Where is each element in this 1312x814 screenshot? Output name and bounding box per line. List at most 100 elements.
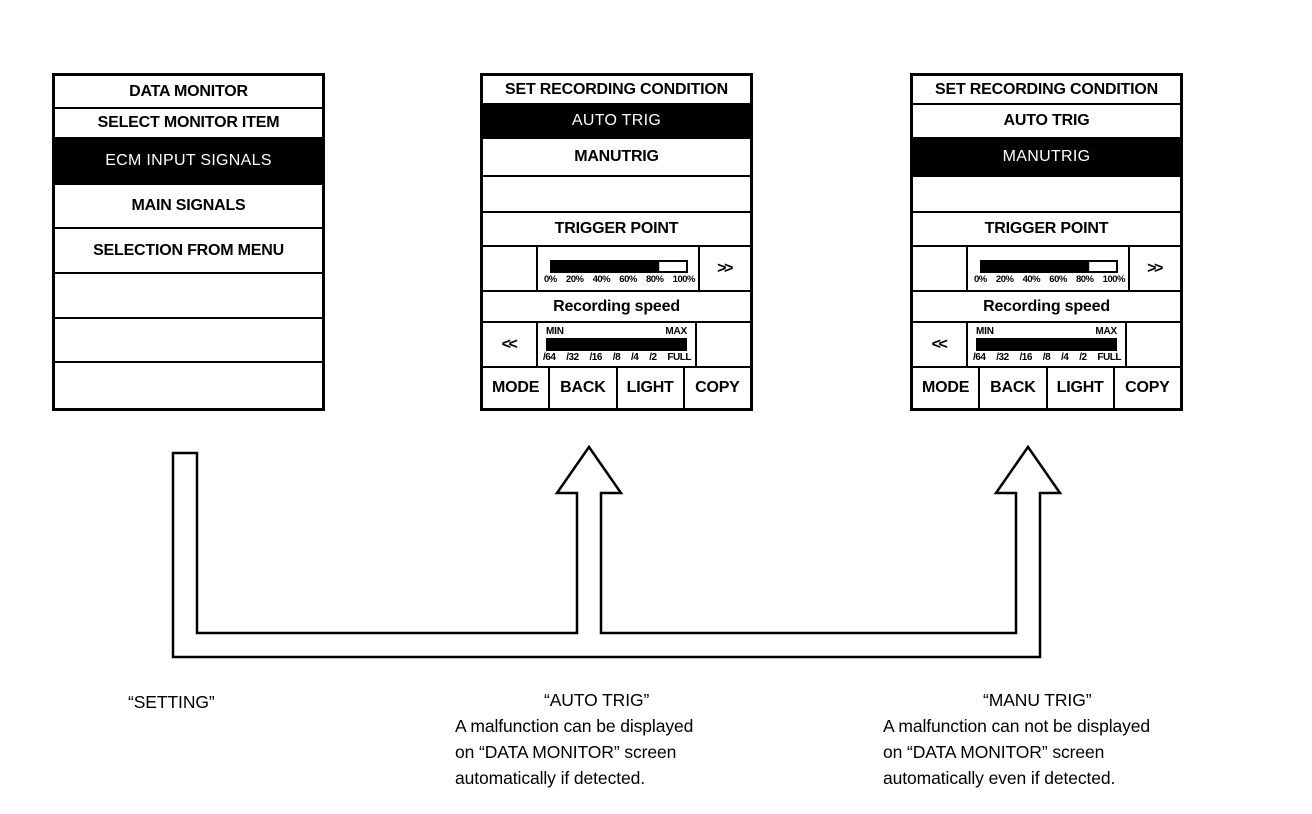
spacer-row bbox=[483, 177, 750, 213]
min-label: MIN bbox=[546, 326, 564, 337]
scale-tick: /2 bbox=[1079, 352, 1087, 363]
trigger-point-label: TRIGGER POINT bbox=[913, 213, 1180, 247]
trigger-point-gauge: 0% 20% 40% 60% 80% 100% bbox=[968, 247, 1128, 290]
menu-item-selection-from-menu[interactable]: SELECTION FROM MENU bbox=[55, 229, 322, 274]
speed-blank-cell bbox=[695, 323, 750, 366]
scale-tick: /64 bbox=[543, 352, 556, 363]
empty-row bbox=[55, 274, 322, 319]
double-right-chevron-icon: >> bbox=[717, 259, 733, 277]
max-label: MAX bbox=[665, 326, 687, 337]
scale-tick: FULL bbox=[1097, 352, 1121, 363]
trigger-point-gauge: 0% 20% 40% 60% 80% 100% bbox=[538, 247, 698, 290]
caption-title: “SETTING” bbox=[128, 692, 215, 712]
recording-speed-label: Recording speed bbox=[913, 292, 1180, 323]
recording-speed-fill bbox=[976, 338, 1117, 351]
recording-speed-fill bbox=[546, 338, 687, 351]
speed-back-button[interactable]: << bbox=[913, 323, 968, 366]
menu-item-select-monitor-item[interactable]: SELECT MONITOR ITEM bbox=[55, 109, 322, 139]
trigger-point-label: TRIGGER POINT bbox=[483, 213, 750, 247]
scale-tick: /16 bbox=[589, 352, 603, 363]
trigger-point-fill bbox=[982, 262, 1090, 271]
trigger-point-bar bbox=[980, 260, 1118, 273]
scale-tick: 20% bbox=[995, 274, 1014, 285]
double-right-chevron-icon: >> bbox=[1147, 259, 1163, 277]
caption-line: on “DATA MONITOR” screen bbox=[455, 742, 677, 762]
recording-speed-gauge: MIN MAX /64 /32 /16 /8 /4 /2 FULL bbox=[538, 323, 695, 366]
spacer-row bbox=[913, 177, 1180, 213]
scale-tick: 40% bbox=[1022, 274, 1041, 285]
scale-tick: 40% bbox=[592, 274, 611, 285]
screen-title-data-monitor: DATA MONITOR bbox=[55, 76, 322, 109]
trigger-point-row: 0% 20% 40% 60% 80% 100% >> bbox=[913, 247, 1180, 292]
scale-tick: /4 bbox=[1061, 352, 1069, 363]
caption-auto-trig: “AUTO TRIG” A malfunction can be display… bbox=[455, 687, 693, 791]
caption-line: A malfunction can not be displayed bbox=[883, 716, 1151, 736]
caption-line: A malfunction can be displayed bbox=[455, 716, 694, 736]
scale-tick: 60% bbox=[1049, 274, 1067, 285]
speed-back-button[interactable]: << bbox=[483, 323, 538, 366]
speed-blank-cell bbox=[1125, 323, 1180, 366]
function-key-mode[interactable]: MODE bbox=[483, 368, 551, 408]
recording-speed-bar bbox=[546, 338, 687, 351]
scale-tick: 0% bbox=[974, 274, 987, 285]
scale-tick: /8 bbox=[1042, 352, 1051, 363]
trigger-point-scale: 0% 20% 40% 60% 80% 100% bbox=[538, 273, 698, 285]
double-left-chevron-icon: << bbox=[931, 335, 948, 353]
trigger-point-row: 0% 20% 40% 60% 80% 100% >> bbox=[483, 247, 750, 292]
option-manu-trig[interactable]: MANUTRIG bbox=[913, 139, 1180, 177]
recording-speed-row: << MIN MAX /64 /32 /16 /8 /4 bbox=[913, 323, 1180, 368]
scale-tick: FULL bbox=[667, 352, 691, 363]
function-key-back[interactable]: BACK bbox=[550, 368, 618, 408]
scale-tick: 80% bbox=[645, 274, 664, 285]
recording-speed-gauge: MIN MAX /64 /32 /16 /8 /4 /2 FULL bbox=[968, 323, 1125, 366]
menu-item-ecm-input-signals[interactable]: ECM INPUT SIGNALS bbox=[55, 139, 322, 185]
menu-item-main-signals[interactable]: MAIN SIGNALS bbox=[55, 185, 322, 229]
empty-row bbox=[55, 319, 322, 363]
scale-tick: 80% bbox=[1075, 274, 1094, 285]
function-key-back[interactable]: BACK bbox=[980, 368, 1048, 408]
function-key-copy[interactable]: COPY bbox=[695, 379, 740, 396]
function-key-row: MODE BACK LIGHT COPY bbox=[913, 368, 1180, 408]
option-auto-trig[interactable]: AUTO TRIG bbox=[913, 105, 1180, 139]
function-key-mode[interactable]: MODE bbox=[913, 368, 981, 408]
scale-tick: 0% bbox=[544, 274, 557, 285]
caption-line: automatically even if detected. bbox=[883, 768, 1116, 788]
scale-tick: 100% bbox=[672, 274, 696, 285]
trigger-advance-button[interactable]: >> bbox=[698, 247, 750, 290]
function-key-light[interactable]: LIGHT bbox=[618, 368, 685, 408]
option-auto-trig[interactable]: AUTO TRIG bbox=[483, 105, 750, 139]
recording-speed-scale: /64 /32 /16 /8 /4 /2 FULL bbox=[968, 351, 1125, 363]
caption-title: “MANU TRIG” bbox=[983, 690, 1092, 710]
scale-tick: 60% bbox=[619, 274, 637, 285]
function-key-copy[interactable]: COPY bbox=[1125, 379, 1170, 396]
scale-tick: /2 bbox=[649, 352, 657, 363]
option-manu-trig[interactable]: MANUTRIG bbox=[483, 139, 750, 177]
trigger-point-bar bbox=[550, 260, 688, 273]
scale-tick: 100% bbox=[1102, 274, 1126, 285]
scale-tick: /64 bbox=[973, 352, 986, 363]
screen-title-set-recording-condition: SET RECORDING CONDITION bbox=[483, 76, 750, 105]
scale-tick: 20% bbox=[565, 274, 584, 285]
recording-speed-label: Recording speed bbox=[483, 292, 750, 323]
recording-speed-bar bbox=[976, 338, 1117, 351]
max-label: MAX bbox=[1095, 326, 1117, 337]
caption-line: automatically if detected. bbox=[455, 768, 646, 788]
trigger-point-scale: 0% 20% 40% 60% 80% 100% bbox=[968, 273, 1128, 285]
function-key-light[interactable]: LIGHT bbox=[1048, 368, 1115, 408]
recording-speed-scale: /64 /32 /16 /8 /4 /2 FULL bbox=[538, 351, 695, 363]
trigger-point-blank-cell bbox=[913, 247, 968, 290]
trigger-point-blank-cell bbox=[483, 247, 538, 290]
scale-tick: /8 bbox=[612, 352, 621, 363]
caption-title: “AUTO TRIG” bbox=[544, 690, 650, 710]
scale-tick: /4 bbox=[631, 352, 639, 363]
caption-setting: “SETTING” bbox=[128, 689, 215, 715]
trigger-advance-button[interactable]: >> bbox=[1128, 247, 1180, 290]
screen-title-set-recording-condition: SET RECORDING CONDITION bbox=[913, 76, 1180, 105]
set-recording-condition-screen-manu: SET RECORDING CONDITION AUTO TRIG MANUTR… bbox=[910, 73, 1183, 411]
scale-tick: /32 bbox=[566, 352, 579, 363]
double-left-chevron-icon: << bbox=[501, 335, 518, 353]
recording-speed-row: << MIN MAX /64 /32 /16 /8 /4 bbox=[483, 323, 750, 368]
data-monitor-screen: DATA MONITOR SELECT MONITOR ITEM ECM INP… bbox=[52, 73, 325, 411]
trigger-point-fill bbox=[552, 262, 660, 271]
